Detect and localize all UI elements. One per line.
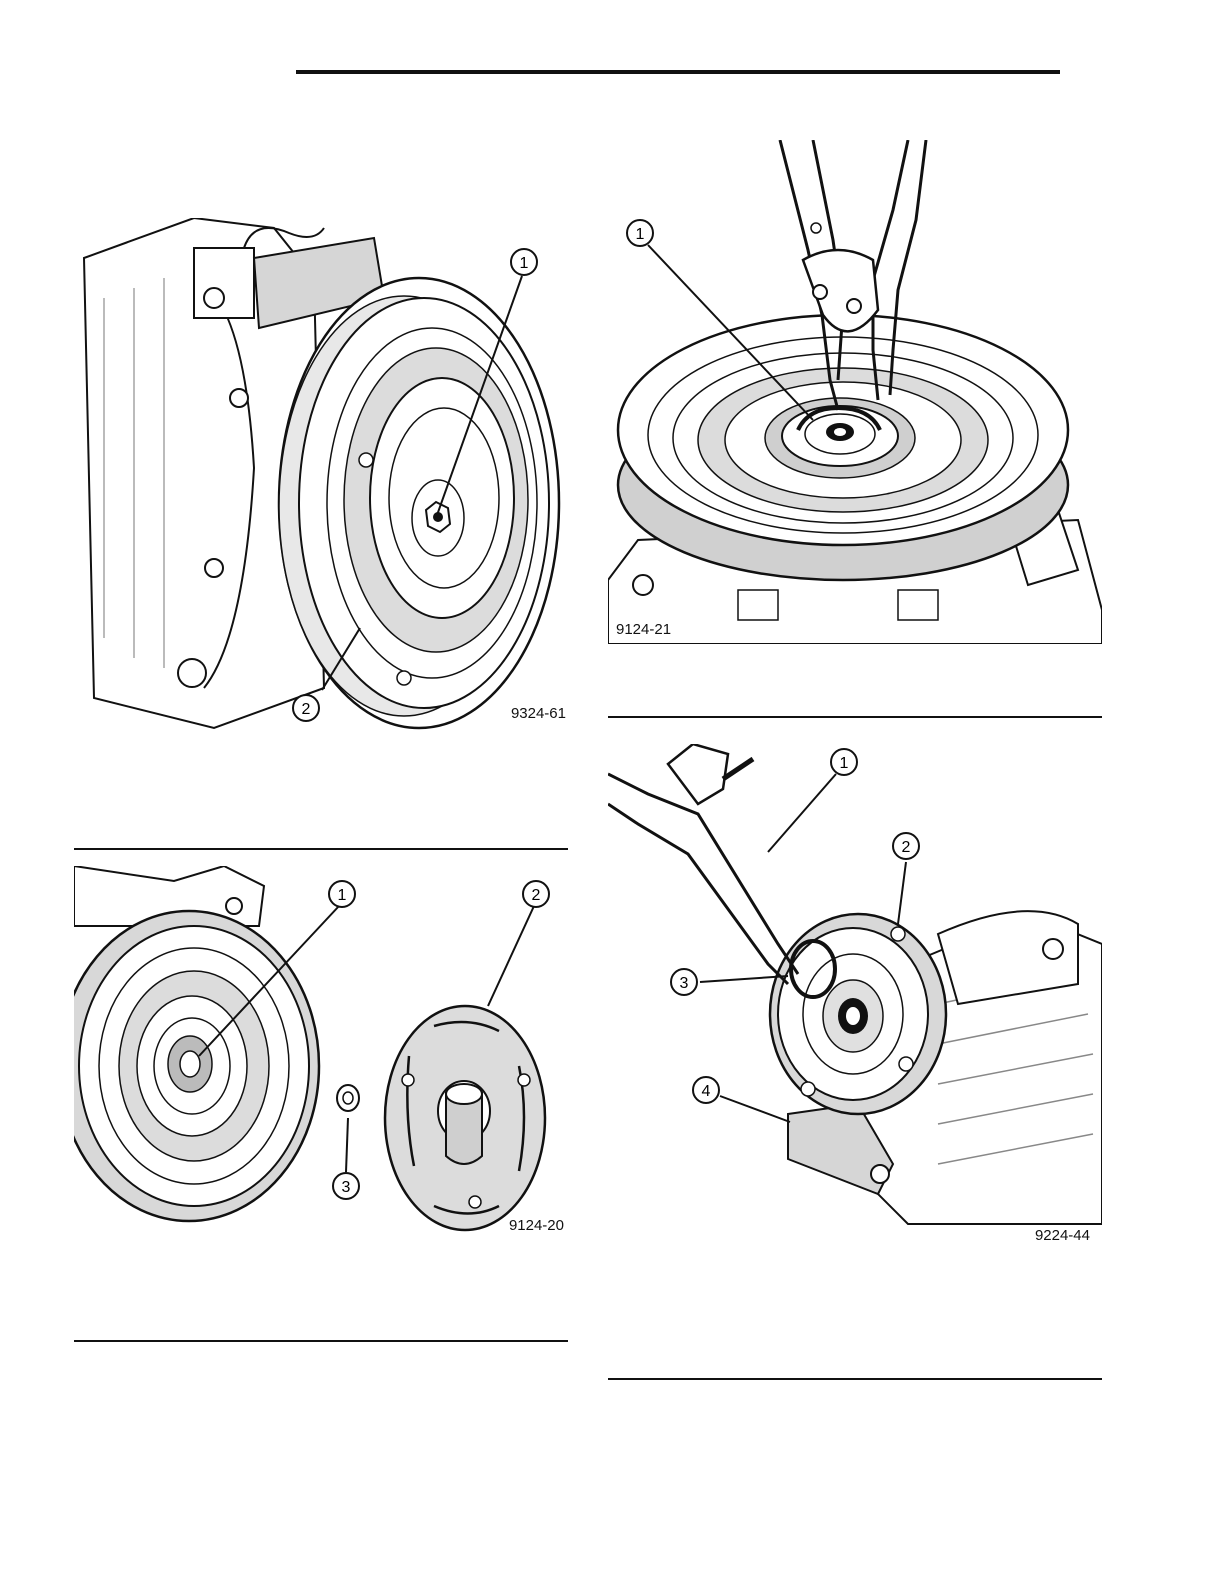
callout-1: 1 [831,749,857,775]
callout-2: 2 [893,833,919,859]
callout-1: 1 [627,220,653,246]
divider-rule [74,1340,568,1342]
callout-4-label: 4 [702,1083,711,1100]
field-coil-snap-ring-illustration: 1 2 3 4 [608,744,1102,1244]
callout-1: 1 [329,881,355,907]
callout-4: 4 [693,1077,719,1103]
figure-id-label: 9224-44 [1035,1227,1090,1244]
callout-1-label: 1 [840,755,849,772]
callout-1-label: 1 [338,887,347,904]
divider-rule [608,1378,1102,1380]
callout-3: 3 [333,1173,359,1199]
figure-id-label: 9324-61 [511,705,566,722]
figure-clutch-plate-shim: 1 2 3 9124-20 [74,866,568,1236]
divider-rule [74,848,568,850]
callout-1: 1 [511,249,537,275]
callout-3-label: 3 [342,1179,351,1196]
header-rule [296,70,1060,74]
compressor-clutch-illustration: 1 2 [74,218,574,730]
callout-2-label: 2 [902,839,911,856]
callout-3-label: 3 [680,975,689,992]
callout-2-label: 2 [302,701,311,718]
callout-1-label: 1 [520,255,529,272]
figure-id-label: 9124-20 [509,1217,564,1234]
figure-field-coil-snap-ring: 1 2 3 4 9224-44 [608,744,1102,1244]
clutch-plate-shim-illustration: 1 2 3 [74,866,568,1236]
divider-rule [608,716,1102,718]
figure-compressor-clutch: 1 2 9324-61 [74,218,574,730]
snap-ring-pliers-illustration: 1 [608,140,1102,644]
callout-2-label: 2 [532,887,541,904]
figure-id-label: 9124-21 [616,621,671,638]
callout-3: 3 [671,969,697,995]
callout-2: 2 [523,881,549,907]
figure-snap-ring-pliers: 1 9124-21 [608,140,1102,644]
callout-2: 2 [293,695,319,721]
callout-1-label: 1 [636,226,645,243]
